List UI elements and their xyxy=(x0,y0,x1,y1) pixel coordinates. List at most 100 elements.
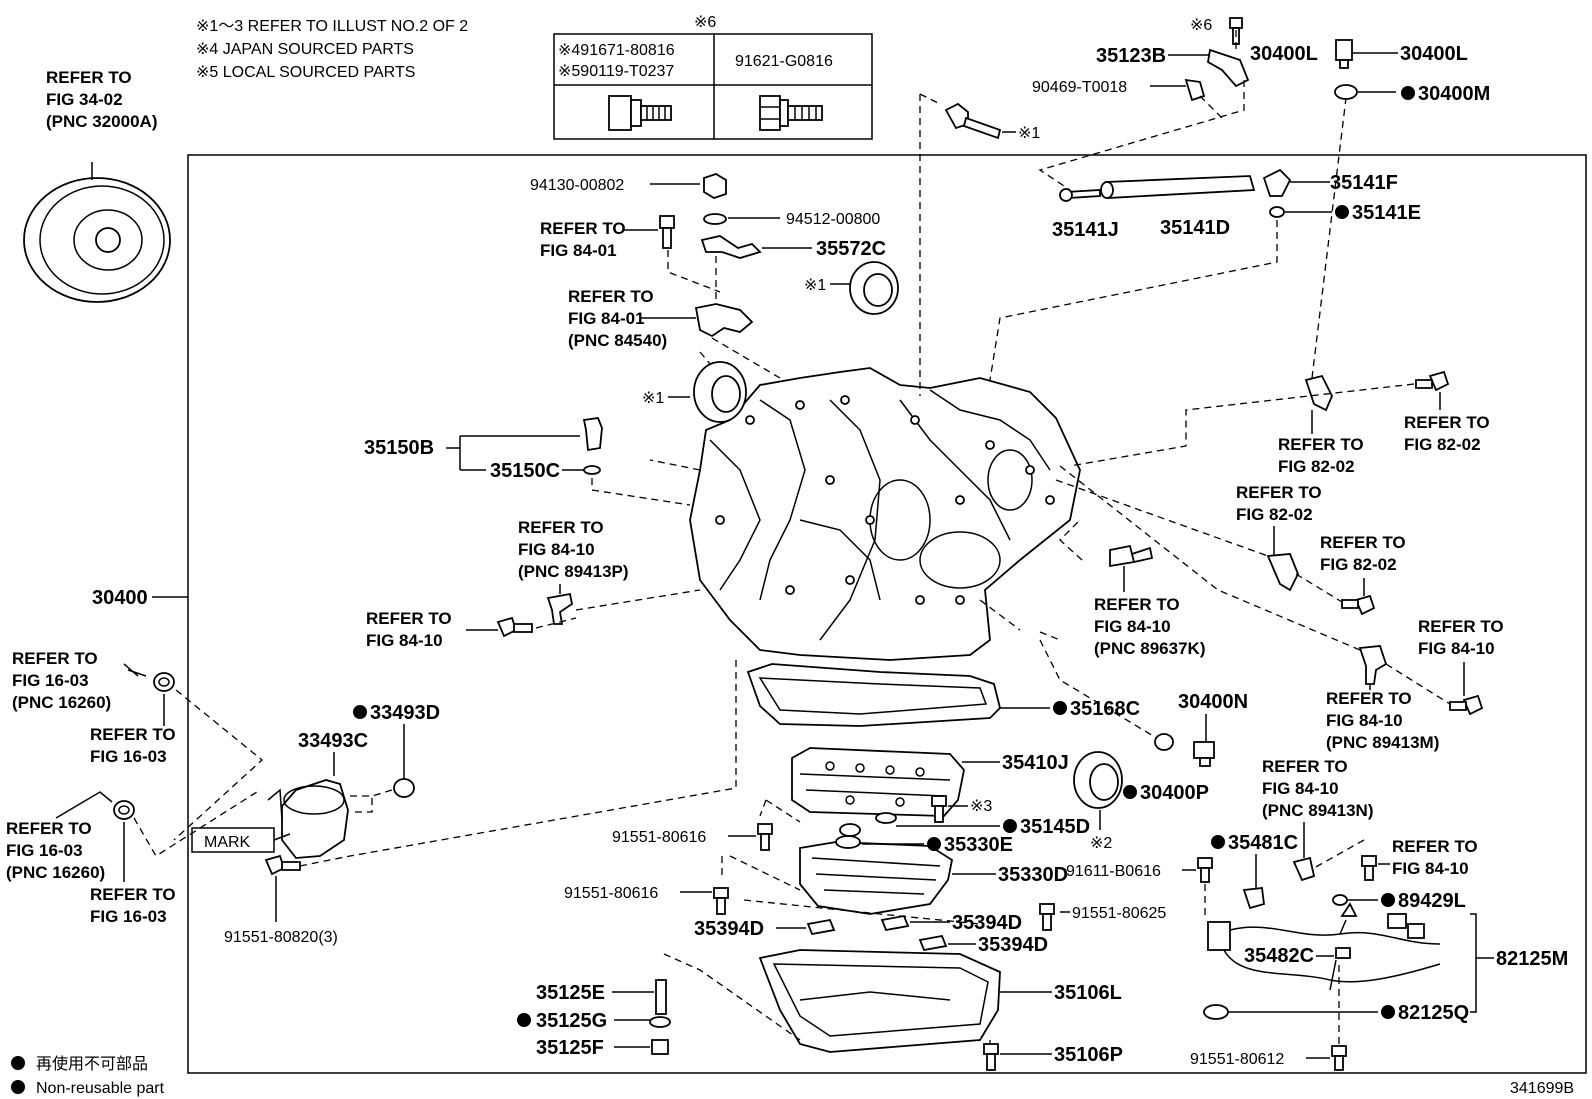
ref-fig-84-10-f[interactable]: REFER TO FIG 84-10 (PNC 89413N) xyxy=(1262,757,1374,820)
label-35123B[interactable]: 35123B xyxy=(1096,45,1166,67)
label-91551-80616-a[interactable]: 91551-80616 xyxy=(612,829,706,846)
ref-fig-84-10-a[interactable]: REFER TO FIG 84-10 (PNC 89413P) xyxy=(518,518,629,581)
non-reusable-icon xyxy=(1123,785,1137,799)
non-reusable-icon xyxy=(1053,701,1067,715)
svg-text:REFER TO: REFER TO xyxy=(518,518,604,537)
hose-clamp-b xyxy=(113,800,135,820)
legend-jp: 再使用不可部品 xyxy=(36,1055,148,1073)
label-33493D[interactable]: 33493D xyxy=(370,702,440,724)
label-35168C[interactable]: 35168C xyxy=(1070,698,1140,720)
ref-fig-84-01-a[interactable]: REFER TO FIG 84-01 xyxy=(540,219,626,260)
label-94130-00802[interactable]: 94130-00802 xyxy=(530,177,624,194)
label-35394D-a[interactable]: 35394D xyxy=(694,918,764,940)
label-35141E[interactable]: 35141E xyxy=(1352,202,1421,224)
label-35141D[interactable]: 35141D xyxy=(1160,217,1230,239)
label-30400L[interactable]: 30400L xyxy=(1250,43,1318,65)
sensor-89637K xyxy=(1109,544,1154,568)
svg-text:(PNC 89413P): (PNC 89413P) xyxy=(518,562,629,581)
label-35141F[interactable]: 35141F xyxy=(1330,172,1398,194)
svg-text:REFER TO: REFER TO xyxy=(1404,413,1490,432)
label-91611-B0616[interactable]: 91611-B0616 xyxy=(1066,863,1161,880)
non-reusable-icon xyxy=(353,705,367,719)
label-35572C[interactable]: 35572C xyxy=(816,238,886,260)
svg-text:REFER TO: REFER TO xyxy=(90,725,176,744)
label-91551-80820[interactable]: 91551-80820(3) xyxy=(224,929,338,946)
svg-text:REFER TO: REFER TO xyxy=(1326,689,1412,708)
label-82125M[interactable]: 82125M xyxy=(1496,948,1568,970)
label-30400N[interactable]: 30400N xyxy=(1178,691,1248,713)
label-30400[interactable]: 30400 xyxy=(92,587,148,609)
ref-fig-84-10-e[interactable]: REFER TO FIG 84-10 (PNC 89413M) xyxy=(1326,689,1439,752)
valve-body-35410J xyxy=(791,747,965,817)
svg-text:FIG 84-10: FIG 84-10 xyxy=(1392,859,1469,878)
label-35125F[interactable]: 35125F xyxy=(536,1037,604,1059)
ref-fig-82-02-b[interactable]: REFER TO FIG 82-02 xyxy=(1404,413,1490,454)
bolt-91551-80820 xyxy=(264,854,301,876)
label-35482C[interactable]: 35482C xyxy=(1244,945,1314,967)
label-89429L[interactable]: 89429L xyxy=(1398,890,1466,912)
ref-fig-16-03-d[interactable]: REFER TO FIG 16-03 xyxy=(90,885,176,926)
label-94512-00800[interactable]: 94512-00800 xyxy=(786,211,880,228)
label-35106P[interactable]: 35106P xyxy=(1054,1044,1123,1066)
label-x1-seal: ※1 xyxy=(804,277,826,294)
label-35150B[interactable]: 35150B xyxy=(364,437,434,459)
ref-fig-84-10-g[interactable]: REFER TO FIG 84-10 xyxy=(1392,837,1478,878)
washer-94512 xyxy=(703,213,727,225)
ref-fig-82-02-a[interactable]: REFER TO FIG 82-02 xyxy=(1278,435,1364,476)
non-reusable-icon xyxy=(1211,835,1225,849)
label-91551-80625[interactable]: 91551-80625 xyxy=(1072,905,1166,922)
label-35410J[interactable]: 35410J xyxy=(1002,752,1069,774)
sensor-84540 xyxy=(694,303,754,338)
bolt-84-01 xyxy=(659,215,675,249)
label-35145D[interactable]: 35145D xyxy=(1020,816,1090,838)
magnet-35394D-c xyxy=(918,934,948,952)
label-33493C[interactable]: 33493C xyxy=(298,730,368,752)
magnet-35394D-b xyxy=(880,914,910,932)
label-82125Q[interactable]: 82125Q xyxy=(1398,1002,1469,1024)
ref-fig-82-02-d[interactable]: REFER TO FIG 82-02 xyxy=(1320,533,1406,574)
flange-bolt-icon xyxy=(608,95,672,131)
label-35394D-b[interactable]: 35394D xyxy=(952,912,1022,934)
svg-text:FIG 34-02: FIG 34-02 xyxy=(46,90,123,109)
bolt-x1-top xyxy=(944,102,1002,140)
ref-fig-16-03-b[interactable]: REFER TO FIG 16-03 xyxy=(90,725,176,766)
label-35330D[interactable]: 35330D xyxy=(998,864,1068,886)
clip-35481C xyxy=(1242,887,1265,910)
label-35125E[interactable]: 35125E xyxy=(536,982,605,1004)
label-35141J[interactable]: 35141J xyxy=(1052,219,1119,241)
ref-fig-16-03-a[interactable]: REFER TO FIG 16-03 (PNC 16260) xyxy=(12,649,111,712)
shaft-35141D xyxy=(1059,175,1256,202)
ref-fig-84-10-c[interactable]: REFER TO FIG 84-10 (PNC 89637K) xyxy=(1094,595,1206,658)
label-30400L-b[interactable]: 30400L xyxy=(1400,43,1468,65)
ref-fig-84-10-b[interactable]: REFER TO FIG 84-10 xyxy=(366,609,452,650)
label-91551-80612[interactable]: 91551-80612 xyxy=(1190,1051,1284,1068)
oil-cooler-33493C xyxy=(267,779,349,859)
svg-text:FIG 82-02: FIG 82-02 xyxy=(1236,505,1313,524)
label-35106L[interactable]: 35106L xyxy=(1054,982,1122,1004)
bolt-table-left-1: ※491671-80816 xyxy=(558,42,675,59)
svg-text:FIG 84-01: FIG 84-01 xyxy=(540,241,617,260)
label-30400M[interactable]: 30400M xyxy=(1418,83,1490,105)
label-35125G[interactable]: 35125G xyxy=(536,1010,607,1032)
label-35150C[interactable]: 35150C xyxy=(490,460,560,482)
illustration-id: 341699B xyxy=(1510,1080,1574,1097)
svg-text:FIG 16-03: FIG 16-03 xyxy=(90,747,167,766)
ref-fig-84-01-b[interactable]: REFER TO FIG 84-01 (PNC 84540) xyxy=(568,287,667,350)
note-line-3: ※5 LOCAL SOURCED PARTS xyxy=(196,64,415,81)
label-35481C[interactable]: 35481C xyxy=(1228,832,1298,854)
ref-fig-16-03-c[interactable]: REFER TO FIG 16-03 (PNC 16260) xyxy=(6,819,105,882)
ref-fig-82-02-c[interactable]: REFER TO FIG 82-02 xyxy=(1236,483,1322,524)
svg-text:FIG 84-10: FIG 84-10 xyxy=(366,631,443,650)
label-30400P[interactable]: 30400P xyxy=(1140,782,1209,804)
label-x2: ※2 xyxy=(1090,835,1112,852)
label-35394D-c[interactable]: 35394D xyxy=(978,934,1048,956)
bolt-table-header: ※6 xyxy=(694,14,716,31)
label-x1-bolt: ※1 xyxy=(1018,125,1040,142)
label-90469-T0018[interactable]: 90469-T0018 xyxy=(1032,79,1127,96)
bolt-84-10-d xyxy=(1449,694,1484,716)
ref-fig-34-02[interactable]: REFER TO FIG 34-02 (PNC 32000A) xyxy=(46,68,158,131)
label-91551-80616-b[interactable]: 91551-80616 xyxy=(564,885,658,902)
ref-fig-84-10-d[interactable]: REFER TO FIG 84-10 xyxy=(1418,617,1504,658)
svg-text:REFER TO: REFER TO xyxy=(90,885,176,904)
label-35330E[interactable]: 35330E xyxy=(944,834,1013,856)
